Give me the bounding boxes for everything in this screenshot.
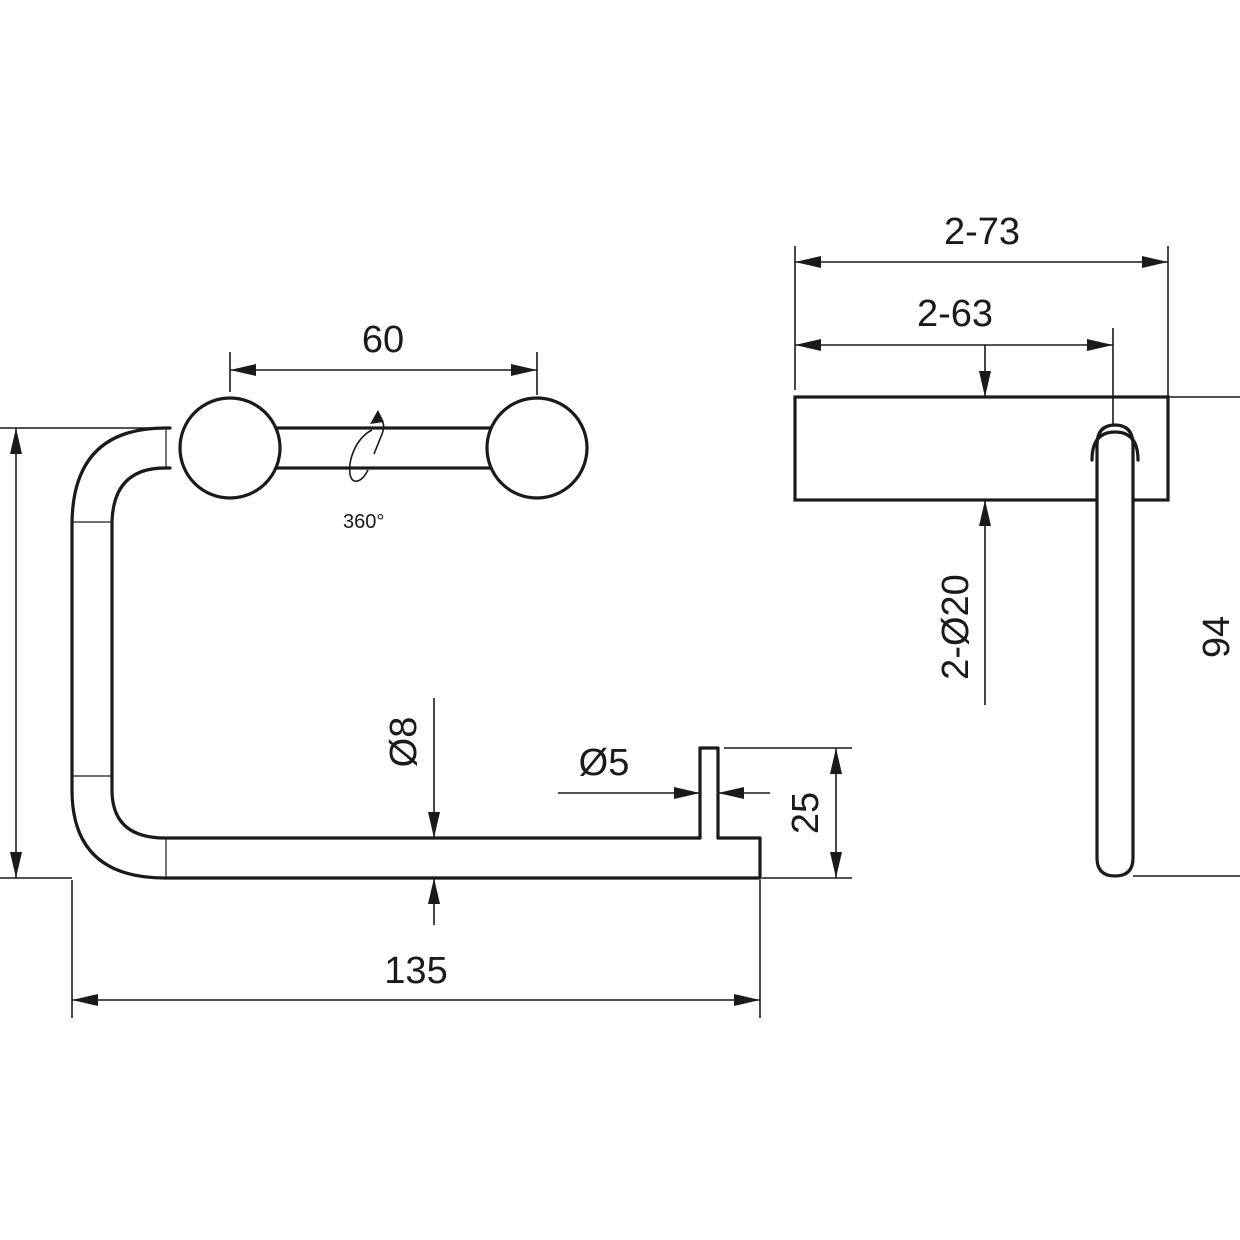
width-label: 135 [384,950,447,992]
arm-side-ring [1090,430,1140,462]
dimension-pin-height: 25 [724,747,852,879]
dimension-rosette-diameter: 2-Ø20 [935,345,991,705]
retaining-pin [698,746,720,840]
arm-side [1095,423,1135,878]
dimension-height-front [0,427,170,879]
dimension-pin-diameter: Ø5 [558,742,770,799]
dimension-overall-depth: 2-73 [794,211,1169,397]
wall-rosette-right [485,396,589,500]
side-view: 2-73 2-63 2-Ø20 94 [793,211,1240,878]
overall-depth-label: 2-73 [944,211,1020,253]
dimension-arm-offset: 2-63 [795,293,1114,425]
arm-offset-label: 2-63 [917,293,993,335]
wall-rosette-left [178,396,282,500]
dimension-width: 135 [71,880,761,1018]
rod-diameter-label: Ø8 [383,717,425,768]
pin-height-label: 25 [785,792,827,834]
holder-rod-inner [110,466,702,840]
rotation-label: 360° [343,511,384,533]
front-view: 360° 60 135 [0,319,852,1018]
pin-diameter-label: Ø5 [579,742,630,784]
holder-rod-outer [70,426,762,880]
height-label: 94 [1196,616,1238,658]
spacing-label: 60 [362,319,404,361]
rotation-360-icon [348,410,385,482]
dimension-rod-diameter: Ø8 [383,698,440,925]
dimension-spacing: 60 [229,319,538,395]
rosette-diameter-label: 2-Ø20 [935,574,977,680]
